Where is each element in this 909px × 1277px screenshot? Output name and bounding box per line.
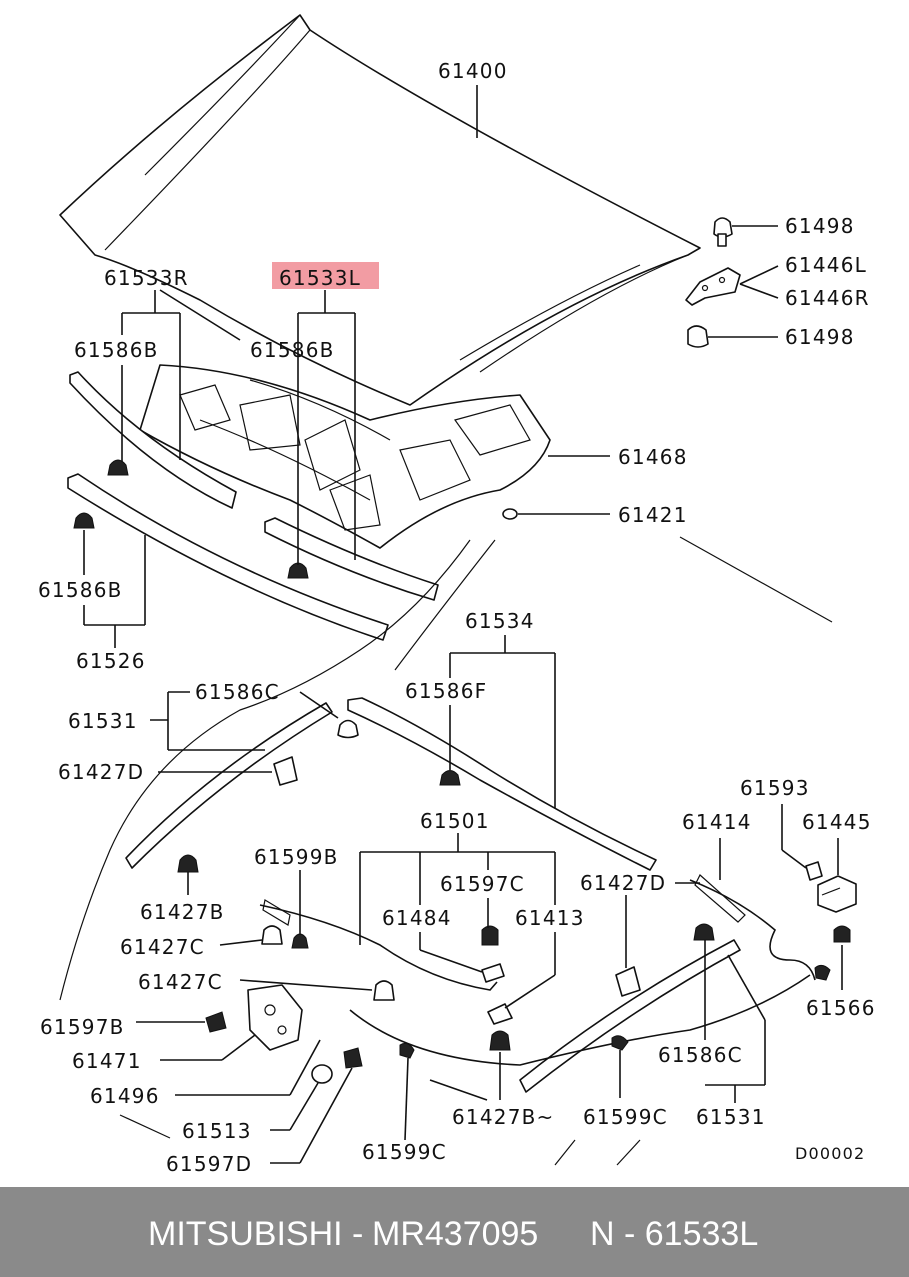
clip-61597d[interactable] bbox=[343, 1047, 363, 1069]
bracket-61593[interactable] bbox=[805, 861, 823, 881]
strip-61531-left[interactable] bbox=[125, 702, 333, 869]
bumper-61427c-mid[interactable] bbox=[373, 980, 395, 1001]
label-61446r: 61446R bbox=[785, 286, 870, 310]
label-61400: 61400 bbox=[438, 59, 508, 83]
stay-rod[interactable] bbox=[259, 904, 498, 991]
diagram-code: D00002 bbox=[795, 1144, 865, 1163]
hinge-bolt-top[interactable] bbox=[713, 217, 733, 247]
label-61586f: 61586F bbox=[405, 679, 487, 703]
stopper-61427b-left[interactable] bbox=[177, 854, 199, 873]
label-61526: 61526 bbox=[76, 649, 146, 673]
label-61599b: 61599B bbox=[254, 845, 339, 869]
label-61471: 61471 bbox=[72, 1049, 142, 1073]
label-61498-top: 61498 bbox=[785, 214, 855, 238]
bumper-61427c-left[interactable] bbox=[261, 925, 283, 945]
label-61586c-right: 61586C bbox=[658, 1043, 743, 1067]
clip-61586c-right[interactable] bbox=[693, 923, 715, 941]
hinge-bolt-mid[interactable] bbox=[687, 325, 709, 348]
hood-hinge[interactable] bbox=[685, 267, 741, 306]
bumper-61427d-left[interactable] bbox=[273, 756, 298, 786]
label-61599c-mid: 61599C bbox=[583, 1105, 668, 1129]
leader-lines bbox=[83, 85, 843, 1164]
holder-61599c-mid[interactable] bbox=[611, 1035, 629, 1051]
label-61496: 61496 bbox=[90, 1084, 160, 1108]
label-61566: 61566 bbox=[806, 996, 876, 1020]
footer-brand: MITSUBISHI - bbox=[148, 1215, 364, 1253]
clip-small-right[interactable] bbox=[814, 964, 831, 981]
label-61427c-mid: 61427C bbox=[138, 970, 223, 994]
label-61427c-left: 61427C bbox=[120, 935, 205, 959]
label-61498-mid: 61498 bbox=[785, 325, 855, 349]
hood-latch-61471[interactable] bbox=[247, 984, 303, 1051]
clip-61597b[interactable] bbox=[205, 1011, 227, 1033]
weatherstrip-61533r[interactable] bbox=[69, 371, 237, 509]
label-61484: 61484 bbox=[382, 906, 452, 930]
label-61586c-top: 61586C bbox=[195, 680, 280, 704]
clip-61566[interactable] bbox=[833, 925, 851, 943]
bracket-61484[interactable] bbox=[481, 963, 505, 983]
label-61586b-left-low: 61586B bbox=[38, 578, 123, 602]
clip-61586f[interactable] bbox=[439, 770, 461, 786]
hood-switch-61445[interactable] bbox=[817, 875, 857, 913]
label-61414: 61414 bbox=[682, 810, 752, 834]
clip-61586b-c[interactable] bbox=[73, 512, 95, 529]
label-61597b: 61597B bbox=[40, 1015, 125, 1039]
label-61421: 61421 bbox=[618, 503, 688, 527]
label-61427d-left: 61427D bbox=[58, 760, 144, 784]
clip-61586b-a[interactable] bbox=[107, 459, 129, 476]
strip-61531-right[interactable] bbox=[519, 939, 741, 1093]
label-61534: 61534 bbox=[465, 609, 535, 633]
holder-61599b[interactable] bbox=[291, 933, 309, 949]
hood-panel[interactable] bbox=[59, 14, 701, 406]
label-61586b-left-top: 61586B bbox=[74, 338, 159, 362]
label-61533r: 61533R bbox=[104, 266, 189, 290]
label-61531-right: 61531 bbox=[696, 1105, 766, 1129]
highlight-box bbox=[272, 262, 379, 289]
label-61501: 61501 bbox=[420, 809, 490, 833]
hood-switch-harness[interactable] bbox=[689, 879, 816, 981]
label-61531-left: 61531 bbox=[68, 709, 138, 733]
footer-ref: N - 61533L bbox=[590, 1215, 759, 1253]
label-61593: 61593 bbox=[740, 776, 810, 800]
clip-61586b-b[interactable] bbox=[287, 562, 309, 579]
label-61513: 61513 bbox=[182, 1119, 252, 1143]
front-seal-61526[interactable] bbox=[67, 473, 389, 641]
label-61597d: 61597D bbox=[166, 1152, 252, 1176]
hood-inner-frame[interactable] bbox=[139, 364, 551, 549]
label-61599c-left: 61599C bbox=[362, 1140, 447, 1164]
release-cable[interactable] bbox=[349, 974, 811, 1066]
stopper-61513[interactable] bbox=[311, 1064, 333, 1084]
parts-diagram: 61400 61498 61446L 61446R 61498 61533R 6… bbox=[38, 14, 876, 1176]
footer-part-number: MR437095 bbox=[372, 1215, 539, 1253]
footer-bar: MITSUBISHI - MR437095 N - 61533L bbox=[0, 1187, 909, 1277]
label-61446l: 61446L bbox=[785, 253, 867, 277]
weatherstrip-61533l[interactable] bbox=[264, 517, 439, 601]
label-61427d-right: 61427D bbox=[580, 871, 666, 895]
stopper-61427b-mid[interactable] bbox=[489, 1030, 511, 1051]
label-61427b-mid: 61427B~ bbox=[452, 1105, 555, 1129]
label-61413: 61413 bbox=[515, 906, 585, 930]
label-61427b-left: 61427B bbox=[140, 900, 225, 924]
bumper-61427d-right[interactable] bbox=[615, 966, 641, 997]
cowl-seal-61534[interactable] bbox=[347, 697, 657, 871]
clip-61586c-top[interactable] bbox=[337, 719, 359, 739]
holder-61599c-left[interactable] bbox=[399, 1042, 415, 1059]
label-61445: 61445 bbox=[802, 810, 872, 834]
label-61586b-mid-top: 61586B bbox=[250, 338, 335, 362]
grommet-61421[interactable] bbox=[502, 508, 518, 520]
clamp-61597c[interactable] bbox=[481, 925, 499, 946]
label-61597c: 61597C bbox=[440, 872, 525, 896]
bracket-61413[interactable] bbox=[487, 1003, 513, 1025]
label-61533l[interactable]: 61533L bbox=[279, 266, 361, 290]
label-61468: 61468 bbox=[618, 445, 688, 469]
